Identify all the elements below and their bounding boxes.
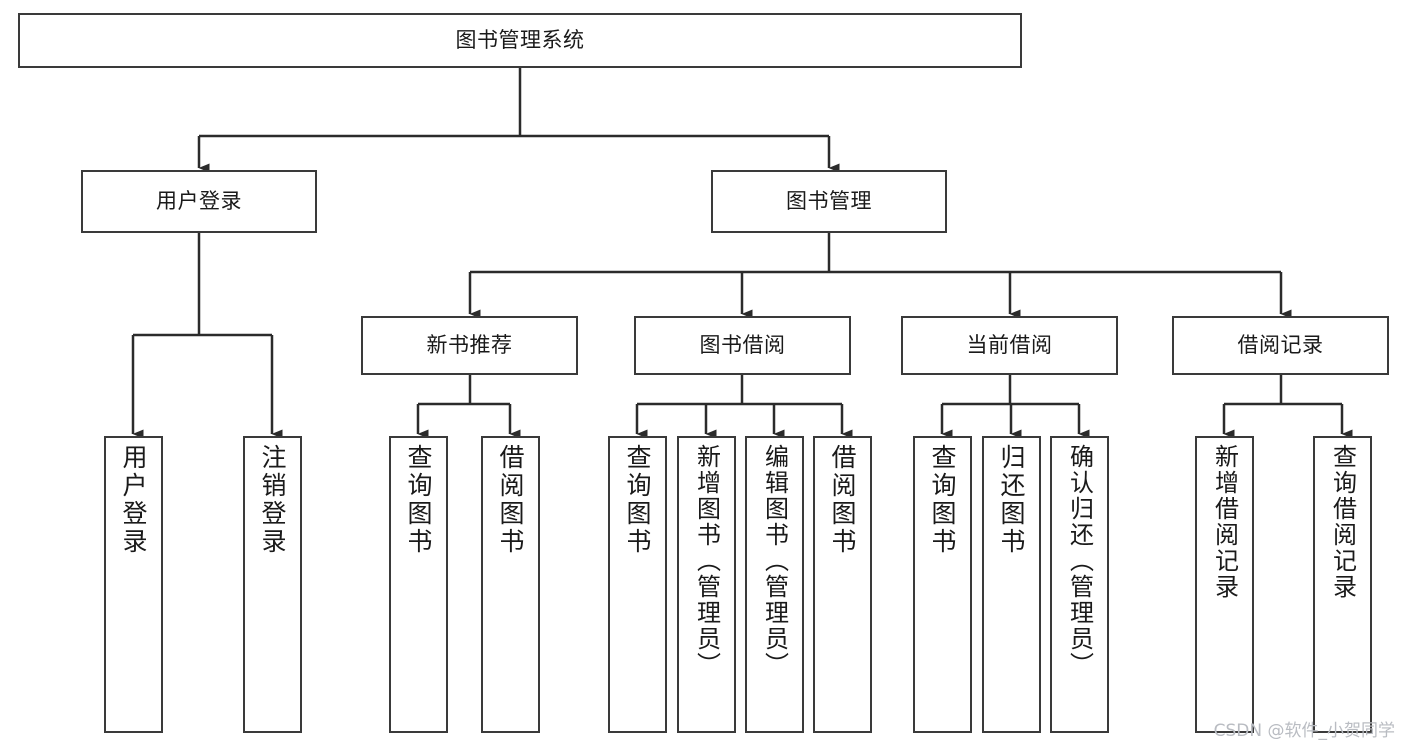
node-label-l_borrow2: 借阅图书 [828,444,857,556]
node-l_query1[interactable]: 查询图书 [389,436,448,733]
node-l_borrow2[interactable]: 借阅图书 [813,436,872,733]
node-label-l_addbook: 新增图书（管理员） [692,444,721,678]
node-label-borrow: 图书借阅 [699,332,786,357]
node-l_confirm[interactable]: 确认归还（管理员） [1050,436,1109,733]
node-label-current: 当前借阅 [966,332,1053,357]
node-current[interactable]: 当前借阅 [901,316,1118,375]
node-label-records: 借阅记录 [1237,332,1324,357]
node-label-l_return: 归还图书 [997,444,1026,556]
node-l_addbook[interactable]: 新增图书（管理员） [677,436,736,733]
node-label-l_editbook: 编辑图书（管理员） [760,444,789,678]
node-l_query2[interactable]: 查询图书 [608,436,667,733]
node-l_editbook[interactable]: 编辑图书（管理员） [745,436,804,733]
node-label-l_query1: 查询图书 [404,444,433,556]
node-l_queryrec[interactable]: 查询借阅记录 [1313,436,1372,733]
node-l_addrec[interactable]: 新增借阅记录 [1195,436,1254,733]
node-login[interactable]: 用户登录 [81,170,317,233]
node-records[interactable]: 借阅记录 [1172,316,1389,375]
node-label-l_query2: 查询图书 [623,444,652,556]
node-l_logout[interactable]: 注销登录 [243,436,302,733]
node-borrow[interactable]: 图书借阅 [634,316,851,375]
node-root[interactable]: 图书管理系统 [18,13,1022,68]
node-l_query3[interactable]: 查询图书 [913,436,972,733]
node-l_borrow1[interactable]: 借阅图书 [481,436,540,733]
node-label-newbook: 新书推荐 [426,332,513,357]
node-label-root: 图书管理系统 [455,27,585,52]
node-label-bookmgmt: 图书管理 [786,188,872,213]
node-l_return[interactable]: 归还图书 [982,436,1041,733]
node-label-l_logout: 注销登录 [258,444,287,556]
node-label-l_queryrec: 查询借阅记录 [1328,444,1357,600]
node-bookmgmt[interactable]: 图书管理 [711,170,947,233]
node-label-l_addrec: 新增借阅记录 [1210,444,1239,600]
node-l_userlogin[interactable]: 用户登录 [104,436,163,733]
node-label-login: 用户登录 [156,188,242,213]
node-label-l_userlogin: 用户登录 [119,444,148,556]
node-newbook[interactable]: 新书推荐 [361,316,578,375]
node-label-l_query3: 查询图书 [928,444,957,556]
node-label-l_confirm: 确认归还（管理员） [1065,444,1094,678]
node-label-l_borrow1: 借阅图书 [496,444,525,556]
